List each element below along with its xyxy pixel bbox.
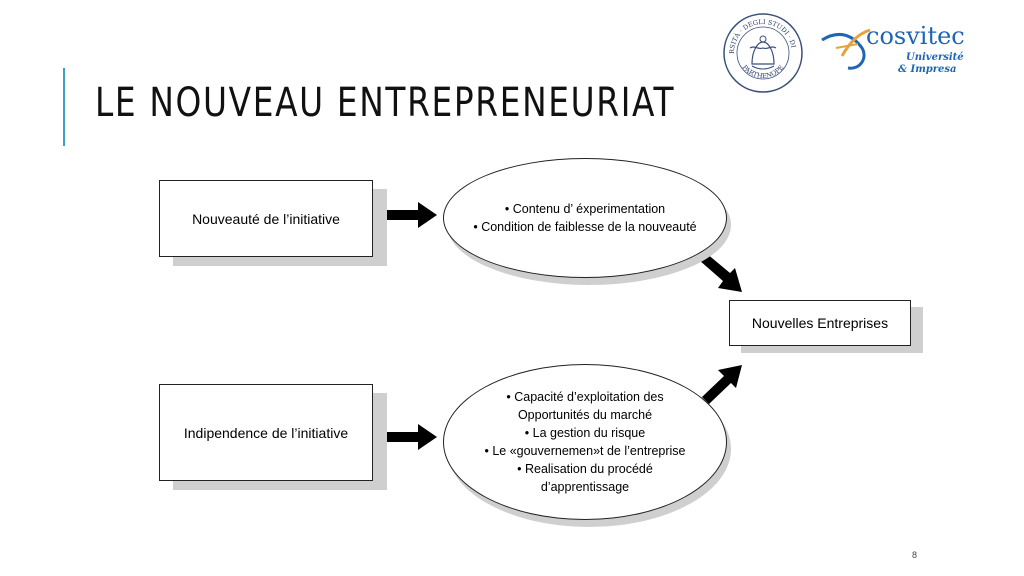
- arrow-right-top-icon: [386, 202, 437, 228]
- university-seal-icon: UNIVERSITÀ · DEGLI STUDI · DI NAPOLI PAR…: [722, 12, 803, 93]
- ellipse-bottom-line: • La gestion du risque: [524, 426, 646, 440]
- ellipse-bottom-line: • Realisation du procédé: [517, 462, 653, 476]
- box-nouveaute-initiative: Nouveauté de l’initiative: [159, 180, 373, 257]
- ellipse-capacite: • Capacité d’exploitation des Opportunit…: [443, 364, 727, 520]
- ellipse-top-line: • Condition de faiblesse de la nouveauté: [473, 220, 697, 234]
- arrow-up-right-icon: [702, 365, 742, 404]
- ellipse-contenu: • Contenu d’ éxperimentation • Condition…: [443, 158, 727, 278]
- arrow-down-right-icon: [699, 253, 742, 292]
- box-indipendence-label: Indipendence de l’initiative: [183, 424, 349, 441]
- cosvitec-line2: & Impresa: [898, 64, 957, 75]
- box-indipendence-initiative: Indipendence de l’initiative: [159, 384, 373, 481]
- cosvitec-line1: Université: [906, 52, 964, 63]
- title-accent-bar: [63, 68, 65, 146]
- ellipse-top-line: • Contenu d’ éxperimentation: [504, 202, 666, 216]
- ellipse-bottom-line: Opportunités du marché: [517, 408, 653, 422]
- box-nouvelles-label: Nouvelles Entreprises: [751, 315, 889, 331]
- cosvitec-name: cosvitec: [866, 22, 965, 50]
- page-number: 8: [912, 550, 918, 560]
- box-nouvelles-entreprises: Nouvelles Entreprises: [729, 300, 911, 346]
- box-nouveaute-label: Nouveauté de l’initiative: [192, 210, 340, 227]
- cosvitec-logo-icon: cosvitec Université & Impresa: [821, 22, 965, 75]
- arrow-right-bottom-icon: [386, 424, 437, 450]
- ellipse-bottom-line: d’apprentissage: [540, 480, 630, 494]
- ellipse-bottom-line: • Capacité d’exploitation des: [506, 390, 664, 404]
- slide-title: LE NOUVEAU ENTREPRENEURIAT: [95, 80, 676, 126]
- ellipse-bottom-line: • Le «gouvernemen»t de l’entreprise: [484, 444, 686, 458]
